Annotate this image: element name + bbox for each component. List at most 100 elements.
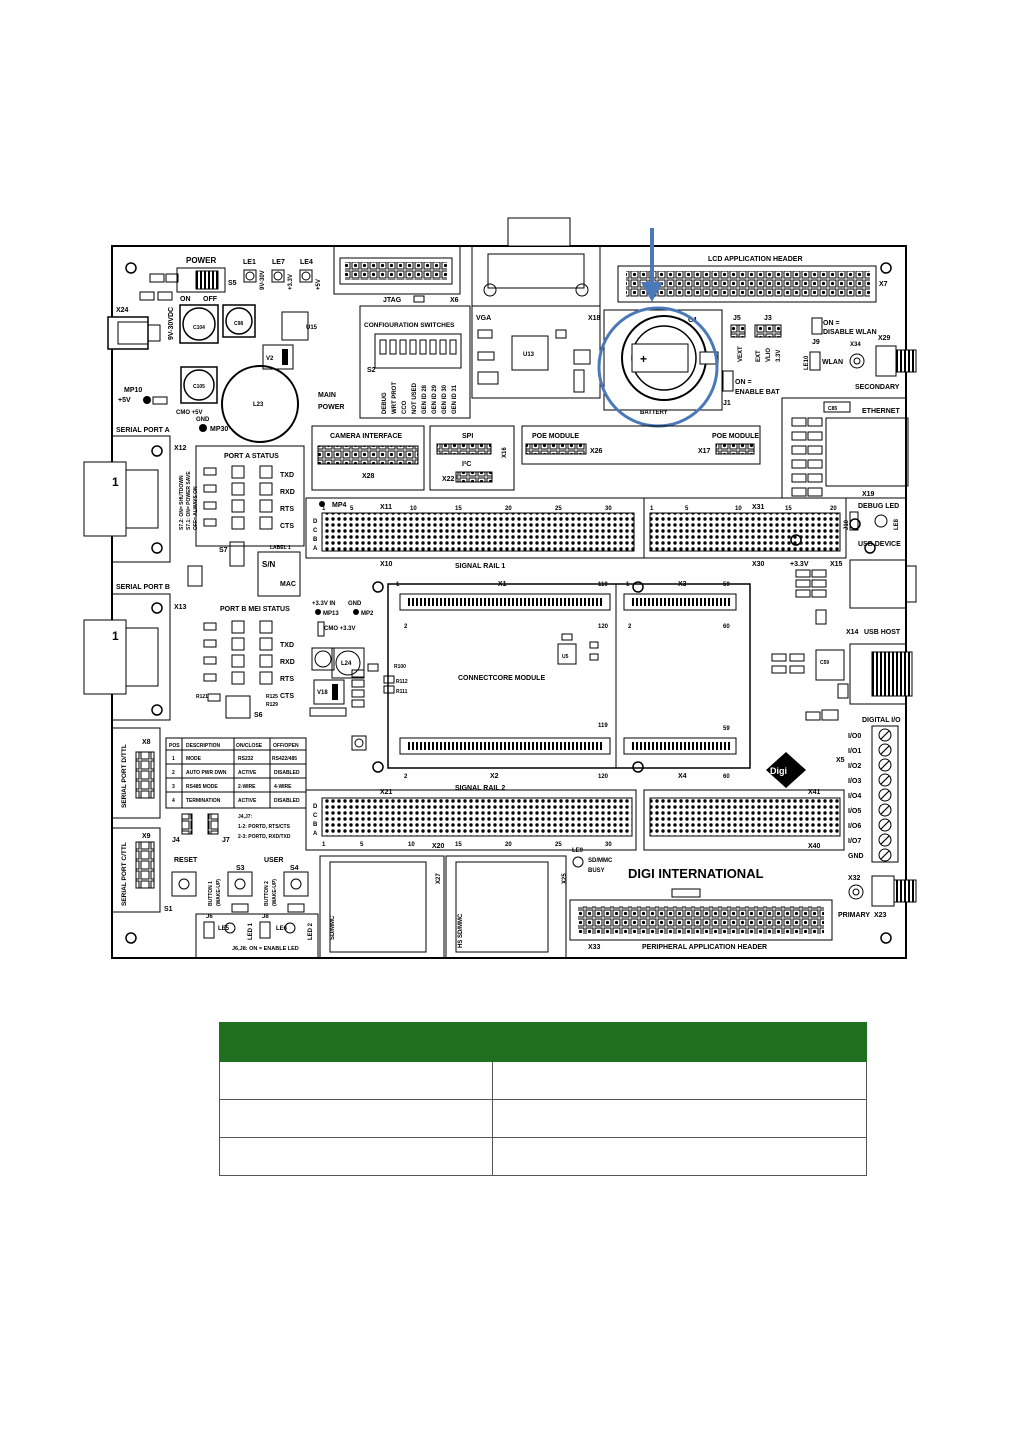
svg-text:J8: J8: [262, 914, 269, 920]
svg-text:4-WIRE: 4-WIRE: [274, 784, 292, 790]
svg-text:SERIAL PORT C/TTL: SERIAL PORT C/TTL: [121, 842, 128, 906]
svg-text:59: 59: [723, 582, 730, 588]
devkit-board-diagram: POWER ON OFF S5 LE1 LE7 LE4 9V-30V +3.3V…: [83, 217, 917, 959]
svg-text:1: 1: [650, 506, 654, 512]
port-a-status: PORT A STATUS TXD RXD RTS CTS S7.2: ON= …: [179, 445, 305, 547]
svg-text:X2: X2: [490, 773, 499, 780]
s7-label-area: S7 S/N MAC LABEL 1: [187, 541, 301, 597]
svg-text:X20: X20: [432, 843, 445, 850]
table-row: [219, 1061, 867, 1100]
svg-text:X41: X41: [808, 789, 821, 796]
svg-text:X7: X7: [879, 281, 888, 288]
svg-text:SERIAL PORT A: SERIAL PORT A: [116, 427, 170, 434]
jtag-header: JTAG X6: [333, 245, 461, 304]
camera-interface: CAMERA INTERFACE X28: [311, 425, 425, 491]
svg-text:DISABLED: DISABLED: [274, 798, 300, 804]
svg-text:R111: R111: [396, 689, 408, 695]
svg-text:MP2: MP2: [361, 611, 374, 617]
svg-text:59: 59: [723, 726, 730, 732]
svg-text:ON =: ON =: [735, 379, 752, 386]
svg-text:I/O6: I/O6: [848, 823, 861, 830]
svg-text:DESCRIPTION: DESCRIPTION: [186, 743, 221, 749]
svg-text:VEXT: VEXT: [738, 346, 744, 362]
svg-text:SPI: SPI: [462, 433, 473, 440]
svg-text:A: A: [313, 831, 318, 837]
svg-text:5: 5: [350, 506, 354, 512]
svg-text:PERIPHERAL APPLICATION HEADER: PERIPHERAL APPLICATION HEADER: [642, 944, 767, 951]
svg-text:2: 2: [172, 770, 175, 776]
svg-text:DISABLE WLAN: DISABLE WLAN: [823, 329, 877, 336]
svg-text:2: 2: [404, 774, 408, 780]
svg-text:X4: X4: [678, 773, 687, 780]
svg-text:X13: X13: [174, 604, 187, 611]
svg-text:X10: X10: [380, 561, 393, 568]
svg-text:C85: C85: [828, 406, 837, 412]
svg-text:4: 4: [172, 798, 175, 804]
svg-text:RXD: RXD: [280, 489, 295, 496]
svg-text:I/O5: I/O5: [848, 808, 861, 815]
svg-text:SIGNAL RAIL 1: SIGNAL RAIL 1: [455, 563, 505, 570]
svg-text:LED 1: LED 1: [248, 922, 254, 940]
svg-text:X14: X14: [846, 629, 859, 636]
svg-text:ETHERNET: ETHERNET: [862, 408, 900, 415]
svg-text:AUTO PWR DWN: AUTO PWR DWN: [186, 770, 227, 776]
svg-text:X9: X9: [142, 833, 151, 840]
svg-text:PRIMARY: PRIMARY: [838, 912, 870, 919]
svg-text:MP4: MP4: [332, 502, 347, 509]
svg-text:(WAKE-UP): (WAKE-UP): [272, 879, 278, 906]
svg-text:USER: USER: [264, 857, 283, 864]
svg-text:POWER: POWER: [186, 256, 216, 265]
svg-text:DEBUG LED: DEBUG LED: [858, 503, 899, 510]
regulator-u15: U15 V2: [262, 311, 318, 370]
svg-text:RS485 MODE: RS485 MODE: [186, 784, 218, 790]
svg-text:A: A: [313, 546, 318, 552]
svg-text:X26: X26: [590, 448, 603, 455]
svg-text:120: 120: [598, 624, 609, 630]
svg-text:TXD: TXD: [280, 642, 294, 649]
battery-holder: + G1 BATTERY: [603, 309, 723, 416]
svg-text:GEN ID 28: GEN ID 28: [422, 384, 428, 414]
power-jack: X24 9V-30VDC: [107, 307, 175, 350]
svg-text:X15: X15: [830, 561, 843, 568]
svg-text:I/O4: I/O4: [848, 793, 861, 800]
capacitor-c105: [180, 366, 218, 404]
svg-text:C105: C105: [193, 384, 205, 390]
svg-text:VLIO: VLIO: [766, 348, 772, 362]
table-cell: [219, 1137, 493, 1176]
svg-text:RS232: RS232: [238, 756, 254, 762]
svg-text:RTS: RTS: [280, 506, 294, 513]
svg-text:C: C: [313, 528, 318, 534]
svg-text:J6: J6: [206, 914, 213, 920]
svg-text:MAC: MAC: [280, 581, 296, 588]
svg-text:30: 30: [605, 842, 612, 848]
capacitors: [179, 304, 256, 344]
port-b-status: PORT B MEI STATUS TXD RXD RTS CTS R121 S…: [196, 606, 295, 719]
svg-text:C59: C59: [820, 660, 829, 666]
svg-text:25: 25: [555, 842, 562, 848]
svg-text:CMO +3.3V: CMO +3.3V: [324, 626, 356, 632]
svg-text:X34: X34: [850, 342, 861, 348]
svg-text:LE1: LE1: [243, 259, 256, 266]
peripheral-application-header: X33 PERIPHERAL APPLICATION HEADER: [569, 888, 833, 951]
svg-text:X31: X31: [752, 504, 765, 511]
connectcore-module: X1 X3 X2 X4 CONNECTCORE MODULE U5 1 119 …: [387, 581, 751, 780]
svg-text:C104: C104: [193, 325, 205, 331]
svg-text:LE8: LE8: [894, 518, 900, 530]
svg-text:ON =: ON =: [823, 320, 840, 327]
svg-text:S/N: S/N: [262, 560, 276, 569]
svg-text:ON: ON: [180, 296, 191, 303]
svg-text:J5: J5: [733, 315, 741, 322]
svg-text:TERMINATION: TERMINATION: [186, 798, 221, 804]
svg-text:119: 119: [598, 582, 608, 588]
table-cell: [492, 1061, 867, 1100]
svg-text:CONNECTCORE MODULE: CONNECTCORE MODULE: [458, 675, 545, 682]
svg-text:10: 10: [408, 842, 415, 848]
svg-text:3: 3: [172, 784, 175, 790]
svg-text:15: 15: [455, 842, 462, 848]
jumpers-j4-j7: J4 J7 J4,J7: 1-2: PORTD, RTS/CTS 2-3: PO…: [172, 813, 291, 844]
svg-text:Digi: Digi: [770, 766, 787, 776]
svg-text:R125: R125: [266, 694, 278, 700]
svg-text:20: 20: [505, 506, 512, 512]
